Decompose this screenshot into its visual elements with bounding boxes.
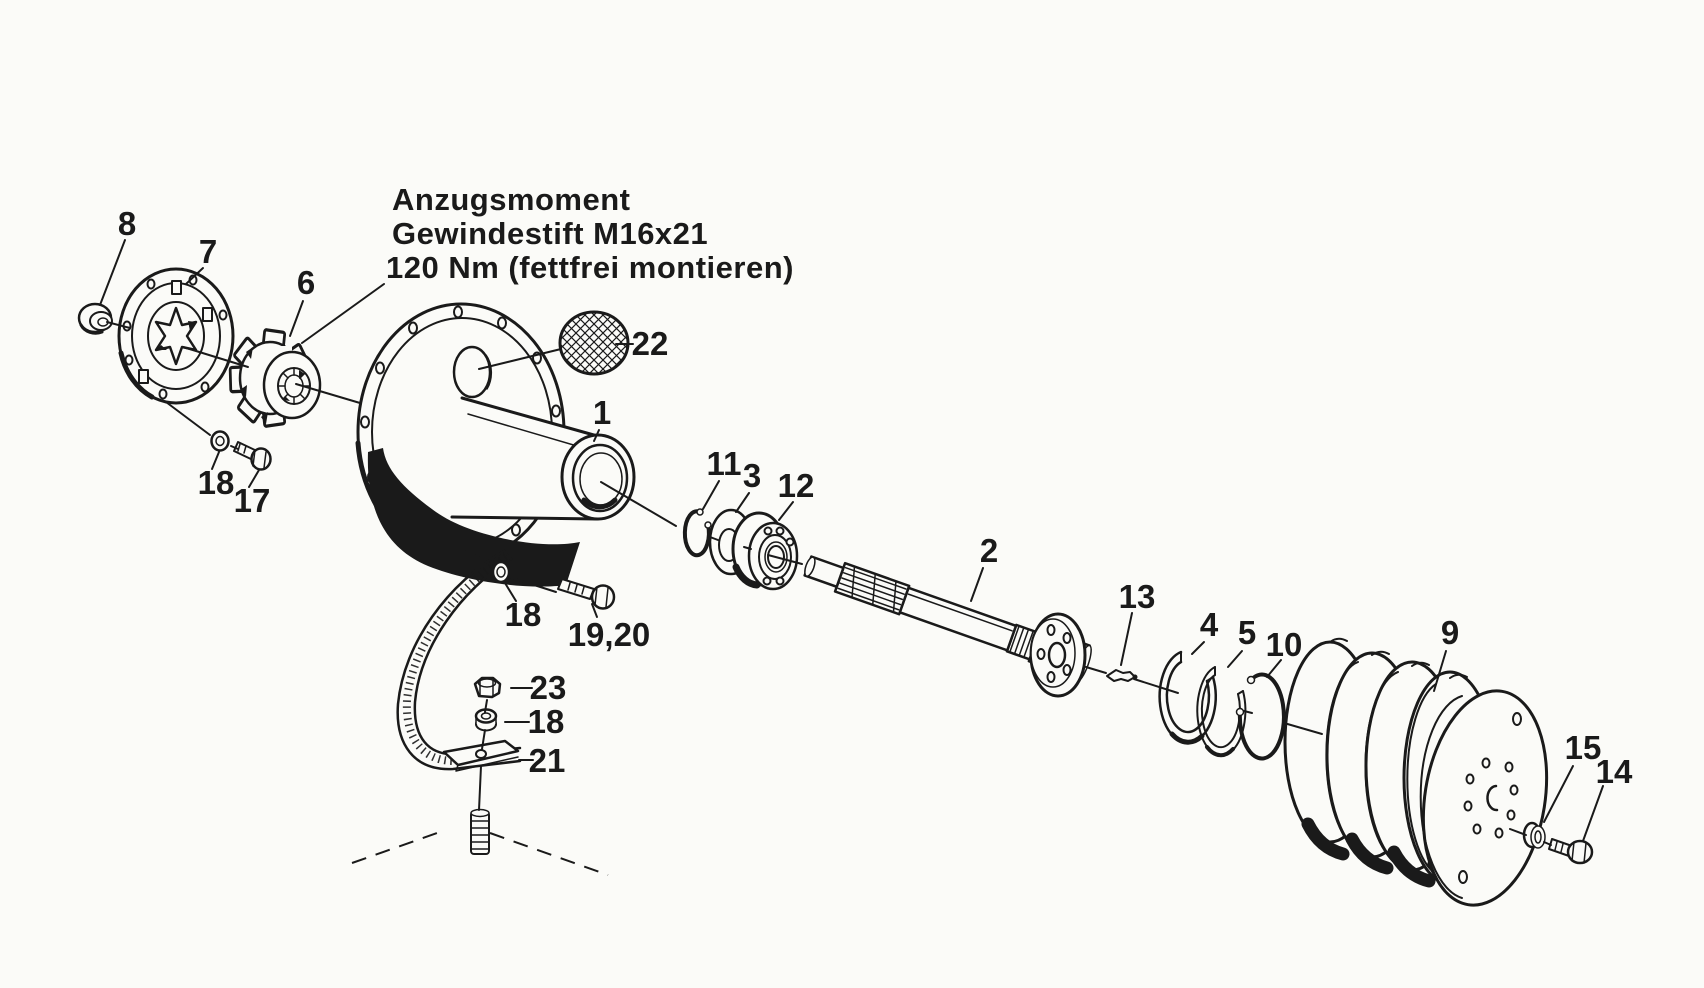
- part-label-6: 6: [297, 264, 315, 301]
- part-label-8: 8: [118, 205, 136, 242]
- torque-annotation-line1: Anzugsmoment: [392, 182, 631, 217]
- part-1-hub-plate: [355, 302, 636, 587]
- part-label-23: 23: [530, 669, 567, 706]
- part-15-washer: [1522, 821, 1546, 849]
- part-21-band-bracket: [396, 549, 522, 772]
- axis-lines: [106, 321, 1552, 846]
- threaded-stud: [470, 808, 490, 855]
- part-label-10: 10: [1266, 626, 1303, 663]
- part-14-bolt: [1548, 838, 1594, 865]
- part-6-coupling-hub: [228, 328, 322, 428]
- part-4-seal-ring: [1158, 650, 1217, 745]
- part-8-nut: [77, 302, 113, 335]
- part-18-washer-lower: [474, 708, 498, 732]
- part-label-7: 7: [199, 233, 217, 270]
- part-18-washer-left: [210, 430, 230, 452]
- part-label-5: 5: [1238, 614, 1256, 651]
- plug-hole: [452, 345, 492, 399]
- part-10-snap-ring: [1235, 672, 1286, 761]
- part-label-15: 15: [1565, 729, 1602, 766]
- torque-annotation-line2: Gewindestift M16x21: [392, 216, 708, 251]
- part-label-17: 17: [234, 482, 271, 519]
- part-label-2: 2: [980, 532, 998, 569]
- part-23-nut: [473, 676, 502, 699]
- leader-lines: [99, 239, 1604, 842]
- drum-face: [1421, 689, 1549, 907]
- part-label-11: 11: [707, 445, 742, 482]
- part-19-20-bolt: [557, 578, 616, 610]
- part-label-14: 14: [1596, 753, 1633, 790]
- part-6-spline-bore: [277, 367, 311, 405]
- part-13-grease-nipple: [1106, 669, 1138, 682]
- shaft-flange: [1029, 612, 1087, 698]
- part-label-3: 3: [743, 457, 761, 494]
- part-2-shaft: [803, 555, 1092, 698]
- part-label-1: 1: [593, 394, 611, 431]
- dashed-guide-left: [351, 831, 441, 864]
- part-label-18-left: 18: [198, 464, 235, 501]
- dashed-guide-right: [489, 832, 609, 876]
- part-label-22: 22: [632, 325, 669, 362]
- torque-annotation: Anzugsmoment Gewindestift M16x21 120 Nm …: [386, 182, 794, 285]
- part-label-4: 4: [1200, 606, 1219, 643]
- part-11-circlip: [682, 508, 712, 558]
- part-label-9: 9: [1441, 614, 1459, 651]
- part-12-bearing: [731, 511, 799, 591]
- part-label-21: 21: [529, 742, 566, 779]
- part-label-18-mid: 18: [505, 596, 542, 633]
- part-label-12: 12: [778, 467, 815, 504]
- part-9-drum: [1283, 637, 1549, 907]
- drum-face-holes: [1458, 712, 1522, 884]
- part-18-washer-mid: [491, 560, 511, 584]
- part-1-tube: [450, 396, 636, 521]
- part-7-flange-disc: [117, 267, 235, 405]
- shadow-area: [367, 448, 580, 587]
- part-label-18-lower: 18: [528, 703, 565, 740]
- part-labels: 8 7 6 22 1 11 3 12 2 13 4 5 10 9 15 14 1…: [118, 205, 1633, 790]
- part-label-13: 13: [1119, 578, 1156, 615]
- bearing-balls: [762, 526, 795, 586]
- part-label-19-20: 19,20: [568, 616, 651, 653]
- torque-annotation-line3: 120 Nm (fettfrei montieren): [386, 250, 794, 285]
- part-17-bolt: [233, 441, 272, 471]
